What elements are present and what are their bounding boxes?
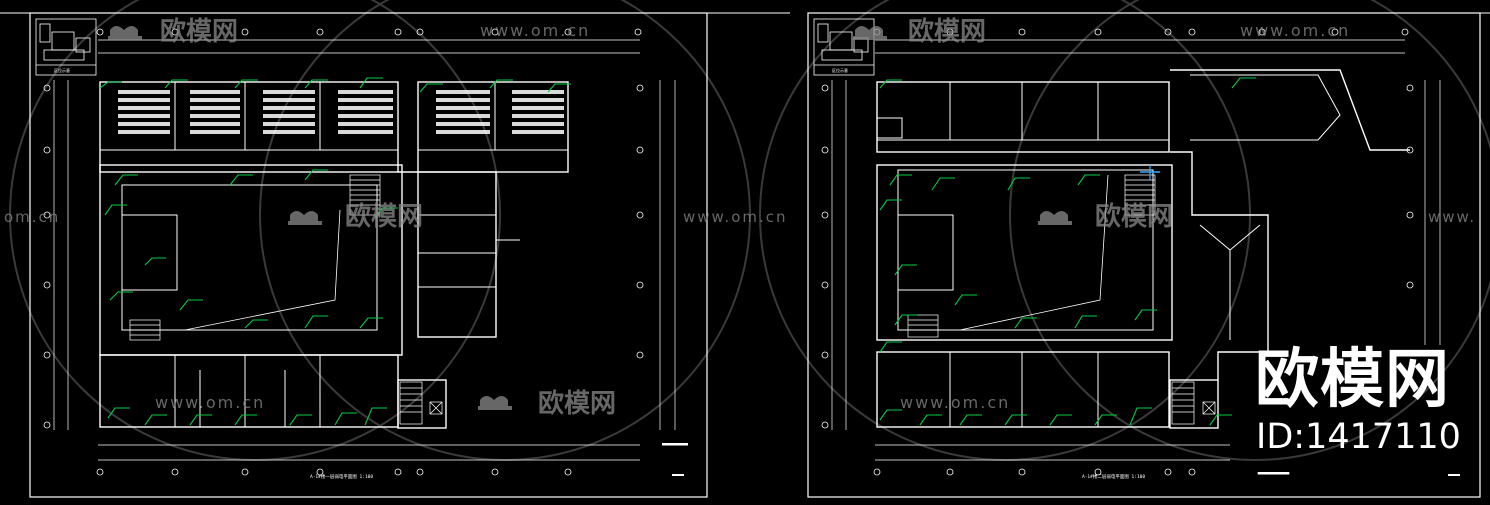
wiring-leaders-2 bbox=[879, 77, 1256, 426]
wm-brand-1: 欧模网 bbox=[160, 16, 238, 47]
sheet-title-2: A-1#楼二层弱电平面图 1:100 bbox=[1082, 473, 1145, 480]
wm-brand-5: 欧模网 bbox=[1095, 201, 1173, 232]
inset-label-1: 区位示意 bbox=[54, 67, 70, 73]
wm-brand-2: 欧模网 bbox=[345, 201, 423, 232]
wm-brand-3: 欧模网 bbox=[538, 388, 616, 419]
sheet-1: 区位示意 bbox=[0, 12, 790, 498]
brand-id-text: ID:1417110 bbox=[1256, 417, 1461, 457]
inset-site-plan bbox=[35, 18, 97, 76]
watermark-logo-icons bbox=[108, 26, 1072, 410]
brand-title: 欧模网 bbox=[1255, 343, 1450, 417]
inset-label-2: 区位示意 bbox=[832, 67, 848, 73]
sheet-2: 区位示意 bbox=[807, 12, 1490, 498]
brand-id: ID:1417110— bbox=[1256, 417, 1461, 492]
wiring-leaders-1 bbox=[99, 77, 571, 426]
wm-url-2: www.om.cn bbox=[683, 208, 788, 226]
watermark-text: 欧模网 www.om.cn om.cn 欧模网 www.om.cn www.om… bbox=[4, 16, 1476, 419]
wm-url-3: www.om.cn bbox=[155, 393, 265, 412]
wm-url-5: www.om.cn bbox=[900, 393, 1010, 412]
wm-url-partial-left: om.cn bbox=[4, 208, 60, 226]
sheet-title-1: A-1#楼一层弱电平面图 1:100 bbox=[310, 473, 373, 480]
wm-url-partial-right: www. bbox=[1428, 208, 1476, 226]
wm-brand-4: 欧模网 bbox=[908, 16, 986, 47]
wm-url-4: www.om.cn bbox=[1240, 21, 1350, 40]
desk-grid-1 bbox=[118, 90, 564, 134]
inset-site-plan-2 bbox=[813, 18, 875, 76]
wm-url-1: www.om.cn bbox=[480, 21, 590, 40]
